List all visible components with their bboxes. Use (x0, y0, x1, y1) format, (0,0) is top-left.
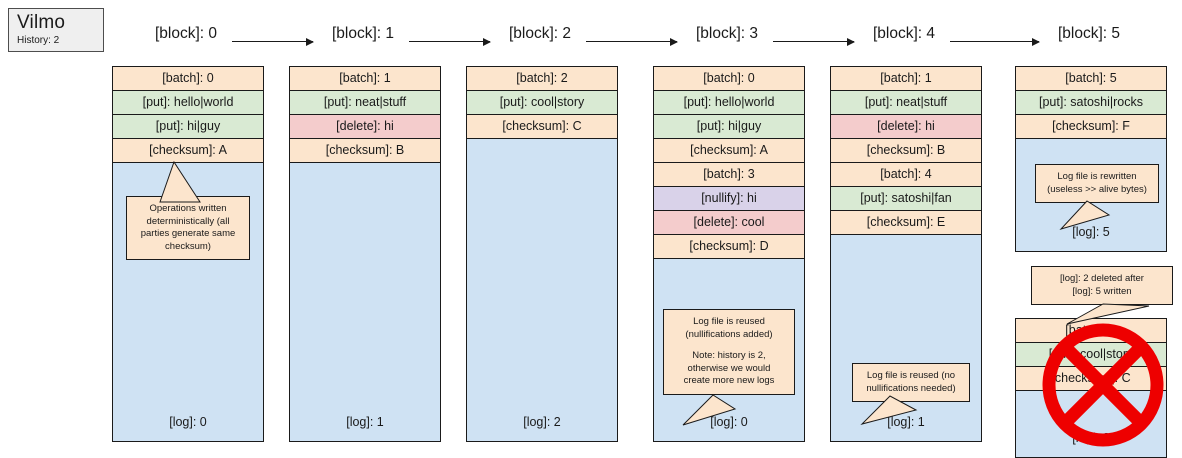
callout-line: deterministically (all (146, 215, 230, 227)
block-label-0: [block]: 0 (154, 25, 218, 42)
log-2-deleted: [batch]: 2[put]: cool|story[checksum]: C… (1015, 318, 1167, 458)
log-file-name: [log]: 2 (523, 415, 561, 429)
log-file-name: [log]: 0 (169, 415, 207, 429)
log-entry-batch: [batch]: 2 (467, 67, 617, 91)
callout-line: create more new logs (683, 375, 775, 386)
log-file-name: [log]: 1 (887, 415, 925, 429)
log-entry-batch: [batch]: 1 (290, 67, 440, 91)
callout-line: Operations written (149, 203, 227, 214)
callout-line: checksum) (165, 240, 211, 252)
deleted-log-callout: [log]: 2 deleted after[log]: 5 written (1031, 266, 1173, 305)
log-entry-put: [put]: cool|story (467, 91, 617, 115)
log-1-reused-callout-tail (860, 395, 918, 425)
callout-spacer (669, 341, 789, 350)
log-entry-delete: [delete]: cool (654, 211, 804, 235)
log-entry-put: [put]: satoshi|rocks (1016, 91, 1166, 115)
log-1: [batch]: 1[put]: neat|stuff[delete]: hi[… (289, 66, 441, 442)
legend-badge: Vilmo History: 2 (8, 8, 104, 52)
block-label-5: [block]: 5 (1057, 25, 1121, 42)
log-entry-batch: [batch]: 5 (1016, 67, 1166, 91)
block-label-4: [block]: 4 (872, 25, 936, 42)
log-entry-put: [put]: hi|guy (113, 115, 263, 139)
log-entry-checksum: [checksum]: B (290, 139, 440, 163)
log-entry-checksum: [checksum]: B (831, 139, 981, 163)
callout-line: (nullifications added) (685, 328, 773, 340)
log-entry-delete: [delete]: hi (831, 115, 981, 139)
chain-arrow-4-to-5 (950, 37, 1040, 46)
log-entry-checksum: [checksum]: D (654, 235, 804, 259)
log-5-callout-tail (1059, 200, 1111, 230)
callout-line: Log file is reused (693, 316, 765, 327)
log-entry-checksum: [checksum]: A (654, 139, 804, 163)
log-entry-batch: [batch]: 4 (831, 163, 981, 187)
chain-arrow-0-to-1 (232, 37, 314, 46)
log-file-name: [log]: 1 (346, 415, 384, 429)
log-entry-delete: [delete]: hi (290, 115, 440, 139)
block-label-1: [block]: 1 (331, 25, 395, 42)
callout-line: [log]: 2 deleted after (1060, 273, 1144, 284)
log-entry-checksum: [checksum]: F (1016, 115, 1166, 139)
callout-line: Log file is reused (no (866, 370, 956, 381)
log-entry-put: [put]: neat|stuff (831, 91, 981, 115)
history-setting: History: 2 (17, 35, 60, 46)
log-entry-batch: [batch]: 0 (113, 67, 263, 91)
log-file-name: [log]: 5 (1072, 225, 1110, 239)
log-entry-checksum: [checksum]: C (467, 115, 617, 139)
log-entry-put: [put]: neat|stuff (290, 91, 440, 115)
chain-arrow-3-to-4 (773, 37, 855, 46)
log-5: [batch]: 5[put]: satoshi|rocks[checksum]… (1015, 66, 1167, 252)
block-label-2: [block]: 2 (508, 25, 572, 42)
callout-line: Log file is rewritten (1057, 171, 1137, 182)
log-0-reused-callout-tail (682, 394, 737, 426)
log-entry-checksum: [checksum]: E (831, 211, 981, 235)
log-entry-checksum: [checksum]: A (113, 139, 263, 163)
callout-line: otherwise we would (687, 362, 771, 374)
callout-line: nullifications needed) (866, 382, 956, 394)
callout-line: parties generate same (140, 228, 236, 239)
callout-line: [log]: 5 written (1072, 285, 1132, 297)
log-2: [batch]: 2[put]: cool|story[checksum]: C… (466, 66, 618, 442)
log-entry-put: [put]: hello|world (113, 91, 263, 115)
app-title: Vilmo (17, 12, 66, 33)
log-entry-put: [put]: satoshi|fan (831, 187, 981, 211)
log-5-callout: Log file is rewritten(useless >> alive b… (1035, 164, 1159, 203)
log-entry-batch: [batch]: 3 (654, 163, 804, 187)
chain-arrow-1-to-2 (409, 37, 491, 46)
log-entry-put: [put]: hello|world (654, 91, 804, 115)
log-0-reused-callout: Log file is reused(nullifications added)… (663, 309, 795, 395)
deleted-log-callout-tail (1066, 303, 1150, 325)
callout-line: (useless >> alive bytes) (1047, 183, 1147, 195)
chain-arrow-2-to-3 (586, 37, 678, 46)
log-0-callout-tail (159, 160, 201, 203)
log-file-name: [log]: 0 (710, 415, 748, 429)
log-entry-batch: [batch]: 1 (831, 67, 981, 91)
log-entry-put: [put]: hi|guy (654, 115, 804, 139)
block-label-3: [block]: 3 (695, 25, 759, 42)
log-entry-put: [put]: cool|story (1016, 343, 1166, 367)
log-entry-checksum: [checksum]: C (1016, 367, 1166, 391)
callout-line: Note: history is 2, (692, 350, 766, 361)
log-entry-nullify: [nullify]: hi (654, 187, 804, 211)
log-file-name: [log]: 2 (1072, 431, 1110, 445)
log-entry-batch: [batch]: 0 (654, 67, 804, 91)
